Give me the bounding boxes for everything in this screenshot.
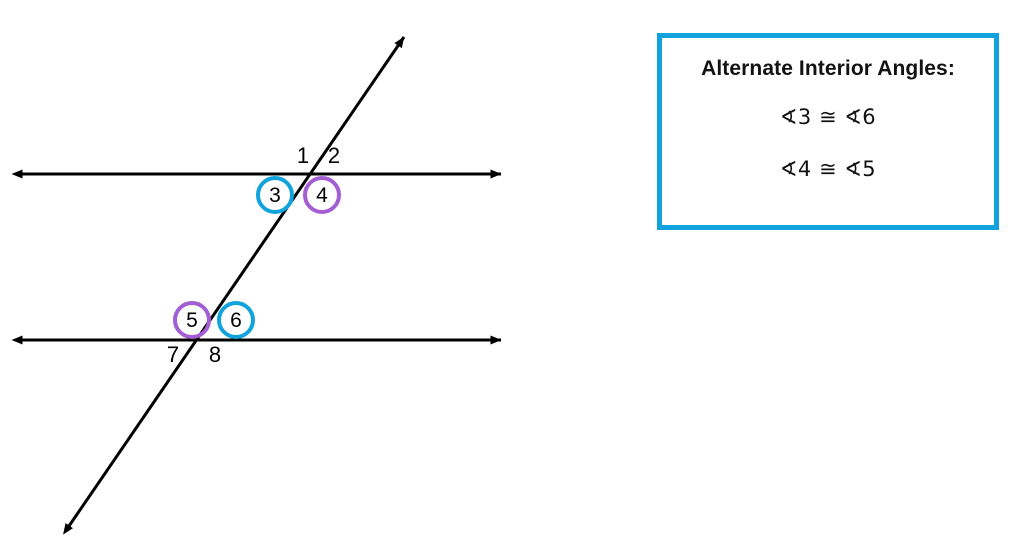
info-box-title: Alternate Interior Angles: — [701, 57, 955, 80]
angle-label-2: 2 — [327, 143, 341, 168]
angle-label-1: 1 — [296, 143, 310, 168]
congruence-statement-1: ∢3 ≅ ∢6 — [779, 105, 877, 130]
circled-angle-label-5: 5 — [173, 301, 211, 339]
angle-label-8: 8 — [208, 342, 222, 367]
congruence-statement-2: ∢4 ≅ ∢5 — [779, 157, 877, 182]
transversal-line — [63, 36, 406, 535]
angle-label-7: 7 — [166, 342, 180, 367]
circled-angle-label-4: 4 — [303, 176, 341, 214]
alternate-interior-angles-box: Alternate Interior Angles: ∢3 ≅ ∢6 ∢4 ≅ … — [657, 33, 999, 230]
circled-angle-label-6: 6 — [217, 301, 255, 339]
circled-angle-label-3: 3 — [256, 176, 294, 214]
